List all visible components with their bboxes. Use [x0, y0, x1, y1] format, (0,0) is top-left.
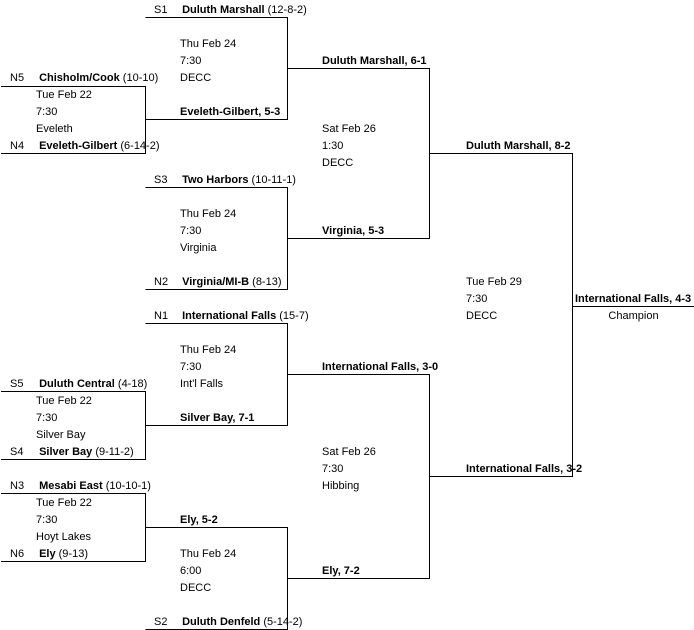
- bracket-line-qf-g1: [145, 17, 288, 120]
- game-time: 7:30: [466, 293, 488, 305]
- game-result: International Falls, 3-0: [322, 361, 439, 373]
- game-result: Ely, 5-2: [180, 514, 218, 526]
- team-record: (10-10): [122, 72, 159, 84]
- game-site: DECC: [322, 157, 354, 169]
- game-time: 7:30: [180, 225, 202, 237]
- game-result: International Falls, 3-2: [466, 463, 583, 475]
- game-date: Thu Feb 24: [180, 344, 237, 356]
- game-time: 7:30: [36, 106, 58, 118]
- seed-label: N5: [10, 72, 25, 84]
- game-date: Tue Feb 22: [36, 497, 92, 509]
- game-result: Eveleth-Gilbert, 5-3: [180, 106, 281, 118]
- team-entry: S5 Duluth Central (4-18): [0, 378, 147, 391]
- team-entry: S4 Silver Bay (9-11-2): [0, 446, 134, 459]
- game-date: Tue Feb 22: [36, 89, 92, 101]
- team-name: Silver Bay: [39, 446, 93, 458]
- seed-label: S4: [10, 446, 24, 458]
- game-time: 1:30: [322, 140, 344, 152]
- seed-label: N1: [154, 310, 169, 322]
- seed-label: S3: [154, 174, 168, 186]
- team-record: (10-10-1): [105, 480, 151, 492]
- seed-label: N2: [154, 276, 169, 288]
- bracket-line-sf-g2: [287, 374, 430, 579]
- team-entry: N6 Ely (9-13): [0, 548, 88, 561]
- team-record: (9-11-2): [95, 446, 134, 458]
- game-site: Hibbing: [322, 480, 360, 492]
- team-record: (8-13): [252, 276, 282, 288]
- bracket-line-r1-g1: [1, 86, 146, 154]
- seed-label: N4: [10, 140, 25, 152]
- game-date: Thu Feb 24: [180, 548, 237, 560]
- champion-result: International Falls, 4-3: [575, 293, 692, 305]
- team-name: Two Harbors: [182, 174, 249, 186]
- team-entry: N4 Eveleth-Gilbert (6-14-2): [0, 140, 160, 153]
- game-result: Silver Bay, 7-1: [180, 412, 255, 424]
- team-name: International Falls: [182, 310, 277, 322]
- game-time: 7:30: [36, 514, 58, 526]
- team-name: Duluth Central: [39, 378, 115, 390]
- team-name: Duluth Marshall: [182, 4, 265, 16]
- game-date: Sat Feb 26: [322, 446, 376, 458]
- game-result: Duluth Marshall, 8-2: [466, 140, 571, 152]
- bracket-line-r1-g2: [1, 391, 146, 460]
- team-record: (12-8-2): [267, 4, 307, 16]
- game-time: 7:30: [36, 412, 58, 424]
- game-time: 6:00: [180, 565, 202, 577]
- team-entry: S2 Duluth Denfeld (5-14-2): [144, 616, 302, 629]
- game-date: Thu Feb 24: [180, 38, 237, 50]
- seed-label: S5: [10, 378, 24, 390]
- team-entry: N3 Mesabi East (10-10-1): [0, 480, 151, 493]
- bracket-line-qf-g3: [145, 323, 288, 426]
- game-site: Silver Bay: [36, 429, 86, 441]
- team-name: Ely: [39, 548, 56, 560]
- game-time: 7:30: [322, 463, 344, 475]
- team-record: (10-11-1): [251, 174, 296, 186]
- bracket-line-final: [429, 153, 573, 477]
- game-date: Sat Feb 26: [322, 123, 376, 135]
- bracket-line-r1-g3: [1, 493, 146, 562]
- game-site: Int'l Falls: [180, 378, 224, 390]
- game-date: Thu Feb 24: [180, 208, 237, 220]
- team-record: (5-14-2): [263, 616, 303, 628]
- bracket-line-qf-g4: [145, 527, 288, 630]
- team-record: (15-7): [279, 310, 309, 322]
- game-result: Virginia, 5-3: [322, 225, 385, 237]
- game-time: 7:30: [180, 361, 202, 373]
- bracket-line-sf-g1: [287, 68, 430, 239]
- team-entry: S3 Two Harbors (10-11-1): [144, 174, 296, 187]
- game-site: DECC: [466, 310, 498, 322]
- team-name: Chisholm/Cook: [39, 72, 120, 84]
- game-site: DECC: [180, 582, 212, 594]
- team-entry: S1 Duluth Marshall (12-8-2): [144, 4, 307, 17]
- team-name: Duluth Denfeld: [182, 616, 261, 628]
- team-record: (4-18): [117, 378, 148, 390]
- team-name: Virginia/MI-B: [182, 276, 250, 288]
- champion-label: Champion: [608, 310, 659, 322]
- game-date: Tue Feb 22: [36, 395, 92, 407]
- seed-label: N6: [10, 548, 25, 560]
- team-name: Eveleth-Gilbert: [39, 140, 118, 152]
- game-time: 7:30: [180, 55, 202, 67]
- game-result: Duluth Marshall, 6-1: [322, 55, 427, 67]
- game-site: Virginia: [180, 242, 217, 254]
- seed-label: S2: [154, 616, 168, 628]
- seed-label: S1: [154, 4, 168, 16]
- team-record: (6-14-2): [120, 140, 160, 152]
- game-result: Ely, 7-2: [322, 565, 360, 577]
- game-date: Tue Feb 29: [466, 276, 522, 288]
- bracket-line-qf-g2: [145, 187, 288, 290]
- team-entry: N1 International Falls (15-7): [144, 310, 309, 323]
- game-site: Hoyt Lakes: [36, 531, 92, 543]
- team-entry: N5 Chisholm/Cook (10-10): [0, 72, 158, 85]
- team-entry: N2 Virginia/MI-B (8-13): [144, 276, 282, 289]
- team-record: (9-13): [58, 548, 88, 560]
- game-site: Eveleth: [36, 123, 73, 135]
- team-name: Mesabi East: [39, 480, 103, 492]
- game-site: DECC: [180, 72, 212, 84]
- seed-label: N3: [10, 480, 25, 492]
